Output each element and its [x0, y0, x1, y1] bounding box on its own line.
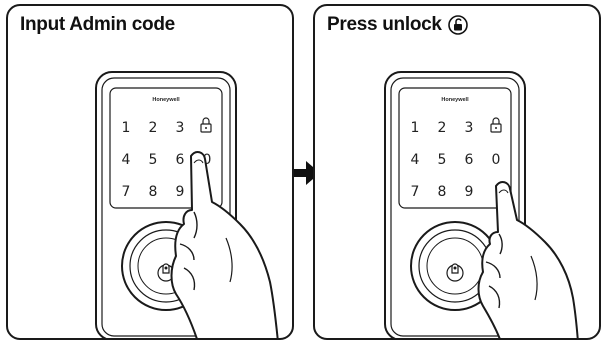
- brand-logo: Honeywell: [441, 97, 469, 103]
- key-1[interactable]: 1: [411, 120, 420, 136]
- key-7[interactable]: 7: [122, 184, 131, 200]
- pointing-hand-icon: [477, 181, 579, 338]
- lock-icon[interactable]: [490, 117, 502, 133]
- step-title-text: Input Admin code: [20, 14, 175, 35]
- key-icon: [446, 263, 464, 282]
- key-9[interactable]: 9: [465, 184, 474, 200]
- key-3[interactable]: 3: [465, 120, 474, 136]
- touch-panel: [398, 87, 512, 209]
- key-1[interactable]: 1: [122, 120, 131, 136]
- key-8[interactable]: 8: [438, 184, 447, 200]
- keypad: 1 2 3 4 5 6 0 7 8 9: [122, 117, 212, 200]
- key-7[interactable]: 7: [411, 184, 420, 200]
- key-4[interactable]: 4: [411, 152, 420, 168]
- brand-logo: Honeywell: [152, 97, 180, 103]
- key-8[interactable]: 8: [149, 184, 158, 200]
- step-title: Input Admin code: [20, 14, 175, 36]
- key-2[interactable]: 2: [149, 120, 158, 136]
- pointing-hand-icon: [170, 151, 279, 338]
- key-6[interactable]: 6: [465, 152, 474, 168]
- door-lock-illustration: Honeywell 1 2 3 4 5 6 0 7 8 9: [95, 71, 279, 338]
- key-icon: [157, 263, 175, 282]
- door-lock-illustration: Honeywell 1 2 3 4 5 6 0 7 8 9: [384, 71, 579, 338]
- key-5[interactable]: 5: [149, 152, 158, 168]
- step-title-text: Press unlock: [327, 14, 442, 35]
- step-panel-input-admin-code: Input Admin code Honeywell 1 2 3 4 5 6 0…: [6, 4, 294, 340]
- step-title: Press unlock: [327, 14, 468, 36]
- key-0[interactable]: 0: [492, 152, 501, 168]
- key-2[interactable]: 2: [438, 120, 447, 136]
- keypad: 1 2 3 4 5 6 0 7 8 9: [411, 117, 502, 200]
- key-9[interactable]: 9: [176, 184, 185, 200]
- lock-icon[interactable]: [200, 117, 212, 133]
- unlock-icon: [447, 15, 468, 35]
- key-6[interactable]: 6: [176, 152, 185, 168]
- key-4[interactable]: 4: [122, 152, 131, 168]
- key-0[interactable]: 0: [203, 152, 212, 168]
- key-5[interactable]: 5: [438, 152, 447, 168]
- step-panel-press-unlock: Press unlock Honeywell 1 2 3 4 5 6 0: [313, 4, 601, 340]
- key-3[interactable]: 3: [176, 120, 185, 136]
